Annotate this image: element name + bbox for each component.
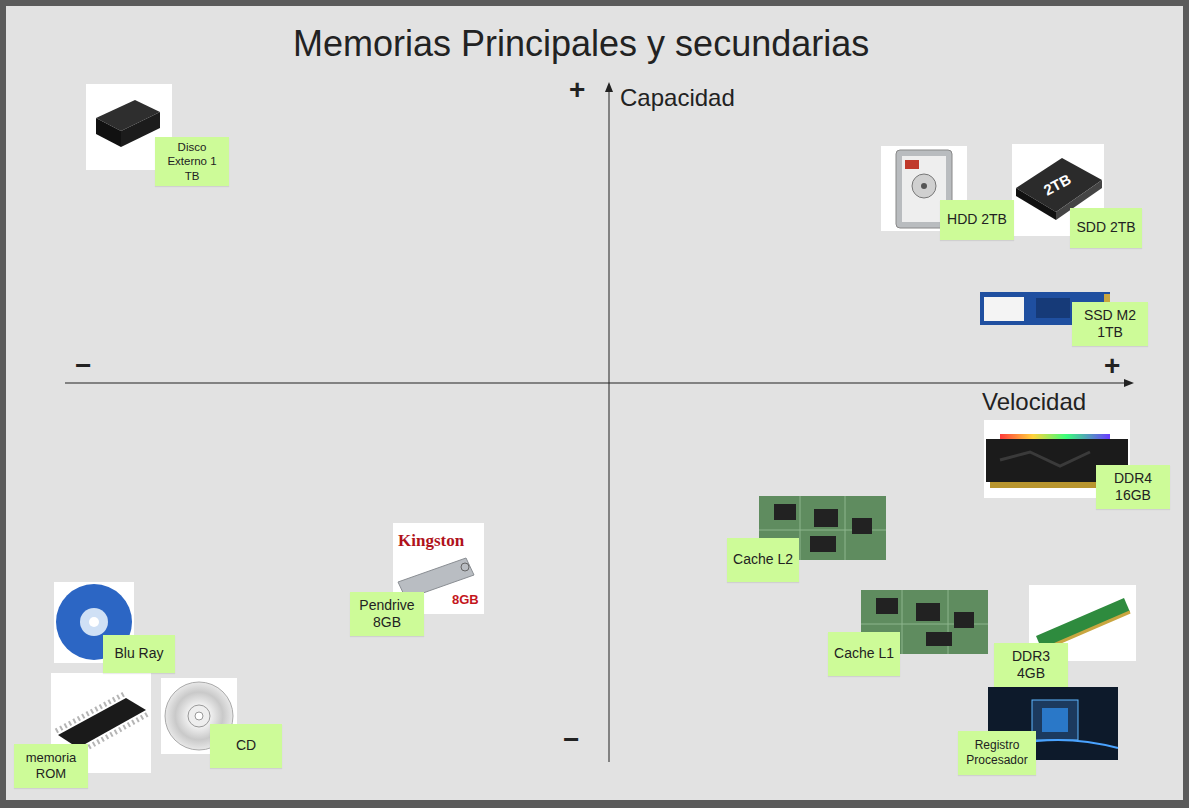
disc-hole [89,617,99,627]
rom-chip [58,698,146,748]
axis-sign: + [1104,352,1120,380]
external-disk [96,118,121,147]
note-text: SSD M2 1TB [1076,307,1144,342]
chip [876,598,898,614]
brand-text: Kingston [398,532,464,549]
heat-spreader [1000,452,1090,466]
chip [954,612,974,628]
sticky-note: Blu Ray [103,635,175,673]
axis-sign: − [563,726,579,754]
drive-spindle [921,183,927,189]
chip [774,504,796,520]
axis-title: Velocidad [982,390,1086,414]
sticky-note: Registro Procesador [958,731,1036,775]
usb-ring [461,563,469,571]
note-text: Cache L2 [733,551,793,569]
chip [814,509,838,527]
sticky-note: Cache L2 [727,538,799,582]
chip [926,632,952,646]
axis-title: Capacidad [620,86,735,110]
note-text: CD [236,737,256,755]
sticky-note: Disco Externo 1 TB [155,137,229,186]
axis-arrowhead [1124,379,1134,387]
note-text: HDD 2TB [947,211,1007,229]
chip [810,536,836,552]
cd-disc [188,705,210,727]
sticky-note: memoria ROM [14,744,88,788]
sticky-note: HDD 2TB [940,200,1014,240]
sticky-note: SSD M2 1TB [1072,302,1148,346]
sticky-note: DDR3 4GB [994,643,1068,687]
sticky-note: Pendrive 8GB [350,592,424,636]
disc-hole [195,712,203,720]
note-text: SDD 2TB [1076,219,1135,237]
sticky-note: Cache L1 [828,632,900,676]
sticky-note: CD [210,724,282,768]
note-text: Blu Ray [114,645,163,663]
note-text: DDR3 4GB [998,648,1064,683]
note-text: memoria ROM [18,750,84,783]
capacity-text: 8GB [452,593,479,606]
m2-chip [1036,298,1070,318]
note-text: DDR4 16GB [1100,470,1166,505]
note-text: Disco Externo 1 TB [159,140,225,183]
drive-label [905,160,919,169]
cpu-die [1042,708,1068,732]
axis-sign: − [75,352,91,380]
note-text: Cache L1 [834,645,894,663]
cpu-chip [1032,700,1078,740]
axis-arrowhead [605,82,613,92]
sticky-note: SDD 2TB [1070,208,1142,248]
chip [852,518,872,534]
note-text: Registro Procesador [962,738,1032,768]
capacity-axis [609,90,610,762]
slide-ground [6,6,1183,800]
bluray-disc [80,608,108,636]
sticky-note: DDR4 16GB [1096,465,1170,509]
speed-axis [65,383,1126,384]
chart-title: Memorias Principales y secundarias [293,24,869,64]
axis-sign: + [569,76,585,104]
chip [916,603,940,621]
m2-sticker [984,297,1024,321]
drive-platter [912,174,936,198]
note-text: Pendrive 8GB [354,597,420,632]
ssd-drive [1016,158,1102,212]
